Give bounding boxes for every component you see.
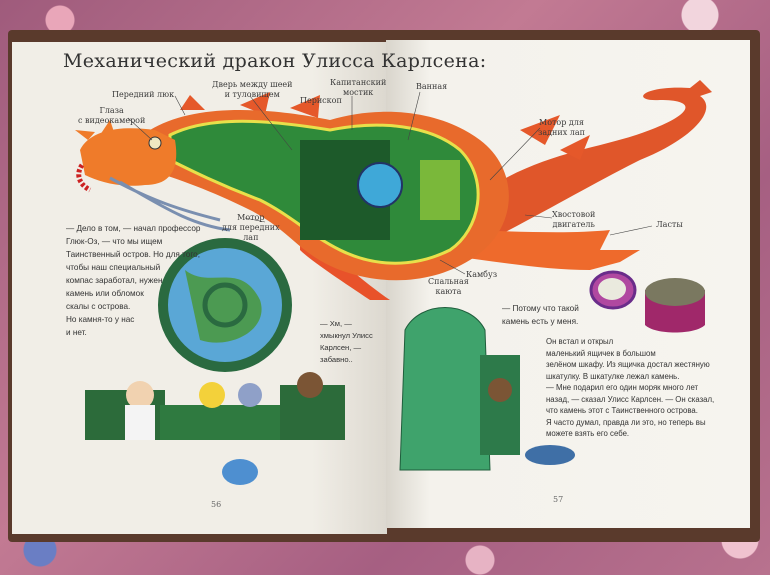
label-cabin: Спальная каюта [428,277,469,297]
text-line: чтобы наш специальный [66,263,161,272]
porthole-illustration [158,238,292,372]
label-line: мостик [343,88,374,97]
text-line: Он встал и открыл [546,337,614,346]
characters-left-illustration [85,372,345,485]
text-line: — Хм, — [320,319,352,328]
label-bathroom: Ванная [416,82,448,91]
text-line: Глюк-Оз, — что мы ищем [66,237,163,246]
text-line: хмыкнул Улисс [320,331,373,340]
text-line: камень или обломок [66,289,144,298]
label-rear-motor: Мотор для задних лап [538,118,585,138]
label-galley: Камбуз [466,270,498,279]
text-line: камень есть у меня. [502,317,579,326]
left-paragraph: — Дело в том, — начал профессор Глюк-Оз,… [66,222,200,339]
text-line: Таинственный остров. Но для того, [66,250,200,259]
label-flippers: Ласты [656,220,683,229]
label-eyes: Глаза с видеокамерой [78,106,145,126]
page-number-right: 57 [553,495,564,504]
text-line: что камень этот с Таинственного острова. [546,406,698,415]
label-front-motor: Мотор для передних лап [222,213,280,243]
label-line: Мотор [237,213,265,222]
text-line: Но камня-то у нас [66,315,135,324]
tin-box-illustration [589,270,705,333]
label-tail-engine: Хвостовой двигатель [552,210,595,230]
text-line: шкатулку. В шкатулке лежал камень. [546,371,680,381]
right-paragraph: Он встал и открыл маленький ящичек в бол… [546,336,714,440]
text-line: — Потому что такой [502,304,579,313]
text-line: зелёном шкафу. Из ящичка достал жестяную [546,360,710,369]
page-number-left: 56 [211,500,222,509]
label-line: лап [243,233,259,242]
reply-text: — Хм, — хмыкнул Улисс Карлсен, — забавно… [320,318,373,366]
text-line: можете взять его себе. [546,429,630,438]
text-line: — Дело в том, — начал профессор [66,224,201,233]
label-line: Хвостовой [552,210,596,219]
text-line: скалы с острова. [66,302,131,311]
label-bridge: Капитанский мостик [330,78,386,98]
label-line: каюта [435,287,462,296]
dragon-illustration [75,80,712,300]
label-line: Капитанский [330,78,387,87]
text-line: — Мне подарил его один моряк много лет [546,383,699,392]
page-title: Механический дракон Улисса Карлсена: [63,50,487,72]
label-line: и туловищем [224,90,280,99]
cabinet-illustration [399,307,575,471]
text-line: маленький ящичек в большом [546,348,656,358]
label-line: Глаза [99,106,124,115]
label-line: двигатель [552,220,595,229]
label-line: для передних [222,223,280,232]
label-line: Мотор для [539,118,584,127]
label-periscope: Перископ [300,96,342,105]
label-line: с видеокамерой [78,116,146,125]
text-line: компас заработал, нужен [66,276,163,285]
label-line: Дверь между шеей [212,80,293,89]
label-line: задних лап [538,128,585,137]
text-line: и нет. [66,328,87,337]
label-front-hatch: Передний люк [112,90,175,99]
quote-text: — Потому что такой камень есть у меня. [502,302,579,328]
text-line: назад, — сказал Улисс Карлсен. — Он сказ… [546,394,715,404]
text-line: забавно.. [320,355,353,364]
label-door: Дверь между шеей и туловищем [212,80,293,100]
text-line: Карлсен, — [320,343,362,352]
text-line: Я часто думал, правда ли это, но теперь … [546,417,706,427]
label-line: Спальная [428,277,469,286]
